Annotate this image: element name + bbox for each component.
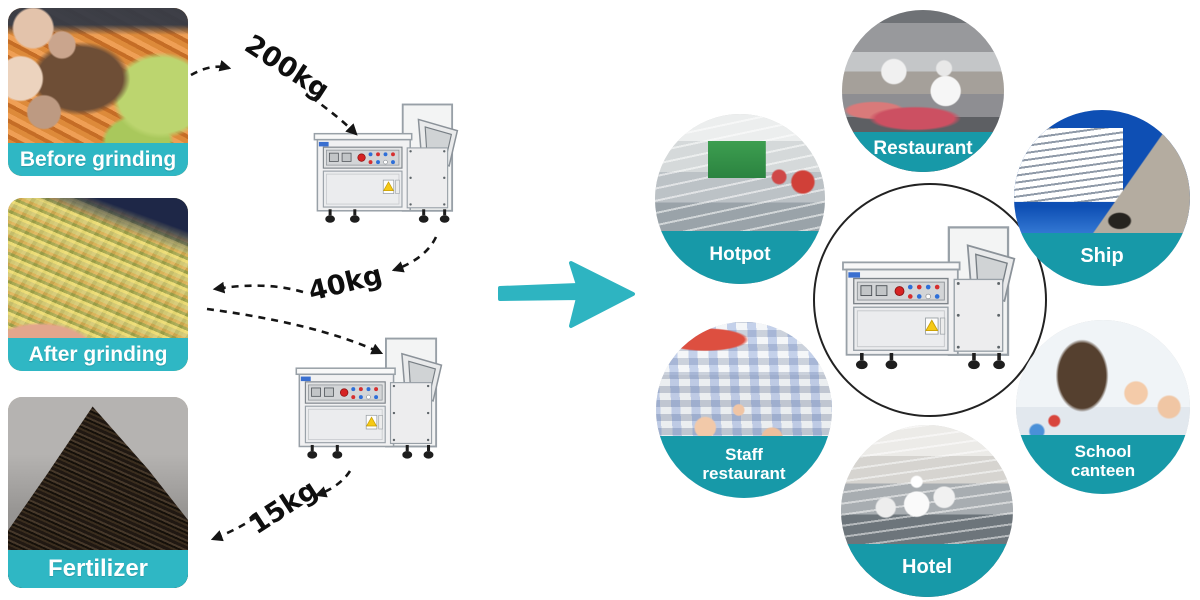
weight-fertilizer: 15kg [243, 474, 324, 541]
restaurant-label: Restaurant [842, 131, 1004, 172]
grinding-machine-center [841, 226, 1016, 371]
app-circle-hotel: Hotel [841, 425, 1013, 597]
school-canteen-label: School canteen [1016, 434, 1190, 494]
grinding-machine-2 [295, 337, 443, 460]
arrow-before-to-200kg [190, 60, 232, 77]
app-circle-staff-restaurant: Staff restaurant [656, 322, 832, 498]
app-circle-ship: Ship [1014, 110, 1190, 286]
restaurant-label-text: Restaurant [873, 138, 973, 160]
before-grinding-caption: Before grinding [8, 143, 188, 176]
staff-restaurant-label: Staff restaurant [656, 436, 832, 498]
fertilizer-caption: Fertilizer [8, 550, 188, 588]
ship-label: Ship [1014, 233, 1190, 286]
arrow-machine2-to-15kg [314, 470, 352, 498]
app-circle-restaurant: Restaurant [842, 10, 1004, 172]
hotel-label: Hotel [841, 543, 1013, 597]
hotpot-label-text: Hotpot [709, 244, 771, 266]
transformation-arrow [498, 261, 635, 328]
school-canteen-label-line2: canteen [1070, 461, 1136, 481]
stage-card-before-grinding: Before grinding [8, 8, 188, 176]
ship-label-text: Ship [1080, 245, 1124, 268]
staff-restaurant-label-line1: Staff [725, 445, 763, 465]
after-grinding-caption: After grinding [8, 338, 188, 371]
arrow-40kg-to-after [212, 281, 304, 294]
grinding-machine-1 [313, 103, 459, 224]
school-canteen-label-line1: School [1074, 442, 1132, 462]
weight-before-grinding: 200kg [239, 28, 335, 107]
app-circle-school-canteen: School canteen [1016, 320, 1190, 494]
arrow-machine1-to-40kg [391, 236, 438, 273]
staff-restaurant-label-line2: restaurant [702, 464, 786, 484]
app-circle-hotpot: Hotpot [655, 114, 825, 284]
stage-card-after-grinding: After grinding [8, 198, 188, 371]
hotpot-label: Hotpot [655, 231, 825, 284]
weight-after-grinding: 40kg [305, 259, 386, 308]
hotel-label-text: Hotel [902, 556, 952, 579]
stage-card-fertilizer: Fertilizer [8, 397, 188, 588]
